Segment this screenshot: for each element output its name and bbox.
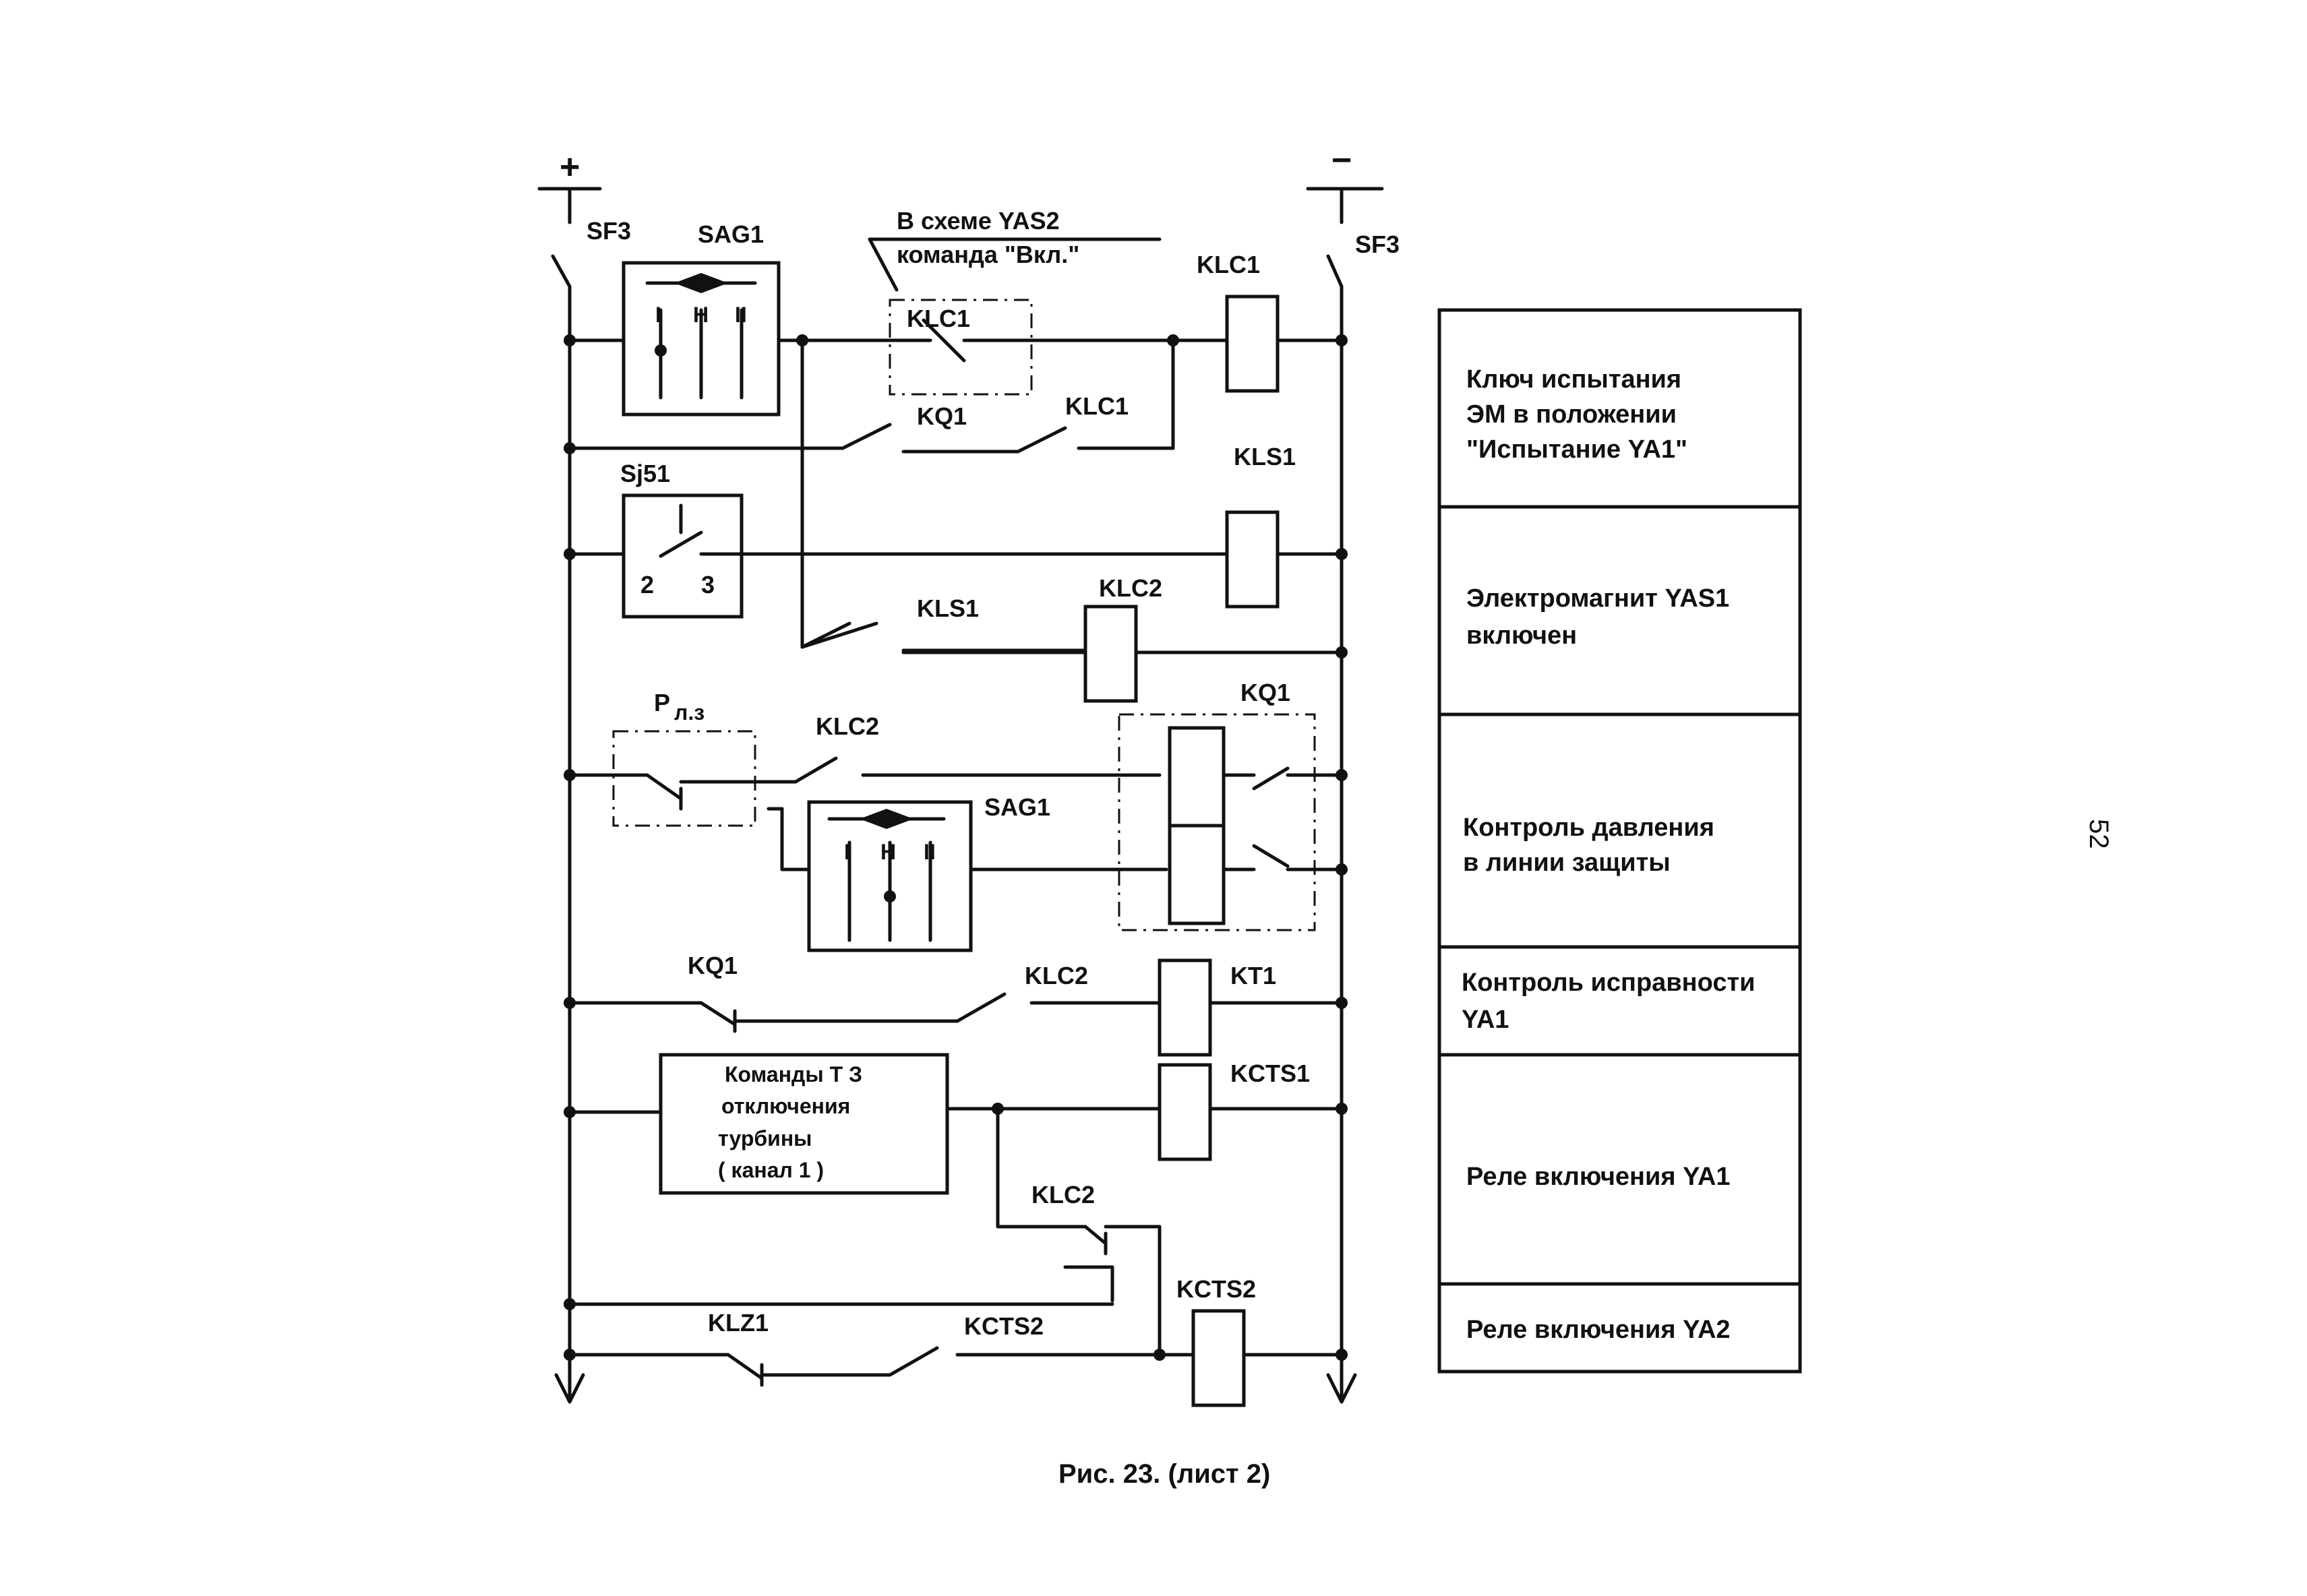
row-6 — [568, 958, 1344, 1057]
kls1-coil-label: KLS1 — [1234, 443, 1296, 470]
klc1-row2-label: KLC1 — [1065, 392, 1129, 420]
switch-pos-h-mid: Н — [880, 840, 896, 864]
plus-sign: + — [560, 148, 580, 187]
table-row-4-line1: Контроль исправности — [1462, 969, 1755, 997]
breaker-label-left: SF3 — [587, 217, 631, 245]
row-4 — [800, 605, 1344, 703]
kls1-contact-label: KLS1 — [917, 594, 979, 622]
turbine-commands-box — [659, 1053, 949, 1195]
table-row-4-line2: YA1 — [1462, 1006, 1509, 1034]
klc2-coil-label: KLC2 — [1099, 574, 1162, 602]
p-lz-label: Р — [654, 689, 670, 716]
switch-pos-ii: II — [735, 303, 747, 327]
kcts1-label: KCTS1 — [1230, 1060, 1310, 1087]
row-5 — [568, 713, 1344, 952]
sj51-pin3: 3 — [701, 571, 715, 598]
switch-pos-i: I — [655, 303, 661, 327]
sag1-switch-mid — [827, 809, 946, 942]
kcts2-coil — [1191, 1309, 1246, 1407]
table-row: Контроль давления в линии защиты — [1463, 814, 1714, 877]
kq1-row6-label: KQ1 — [688, 952, 738, 979]
yas2-label-line1: В схеме YAS2 — [897, 207, 1060, 235]
yas2-label-line2: команда "Вкл." — [897, 241, 1079, 268]
table-row-1-line3: "Испытание YA1" — [1466, 435, 1687, 464]
kcts1-coil — [1158, 1063, 1212, 1161]
klc1-coil-label: KLC1 — [1197, 251, 1260, 278]
klc1-coil — [1225, 295, 1280, 393]
turbine-line4: ( канал 1 ) — [718, 1158, 824, 1182]
turbine-line2: отключения — [721, 1094, 850, 1118]
row-7 — [568, 1053, 1344, 1357]
p-lz-sub-label: л.з — [674, 700, 705, 725]
table-row-3-line2: в линии защиты — [1463, 849, 1671, 877]
kt1-coil — [1158, 958, 1212, 1057]
kq1-row5-label: KQ1 — [1240, 679, 1290, 706]
table-row: Реле включения YA1 — [1466, 1163, 1731, 1191]
sag1-switch-top — [645, 273, 757, 400]
switch-pos-ii-mid: II — [924, 840, 936, 864]
minus-sign: − — [1331, 141, 1352, 180]
klz1-label: KLZ1 — [708, 1309, 769, 1337]
kt1-label: KT1 — [1230, 962, 1276, 989]
table-row: Контроль исправности YA1 — [1462, 969, 1755, 1034]
klc2-row6-label: KLC2 — [1025, 962, 1088, 989]
sj51-pin2: 2 — [640, 571, 654, 598]
switch-pos-i-mid: I — [844, 840, 850, 864]
turbine-line1: Команды Т З — [725, 1062, 862, 1086]
page-number: 52 — [2084, 819, 2114, 849]
klc2-row7-label: KLC2 — [1031, 1181, 1095, 1208]
kq1-row2-label: KQ1 — [917, 402, 967, 430]
sag1-mid-label: SAG1 — [984, 793, 1050, 821]
table-row: Реле включения YA2 — [1466, 1316, 1731, 1344]
breaker-label-right: SF3 — [1355, 231, 1400, 258]
kls1-coil — [1225, 510, 1280, 609]
switch-pos-h: Н — [693, 303, 709, 327]
turbine-line3: турбины — [718, 1126, 812, 1150]
klc2-row5-label: KLC2 — [816, 712, 879, 740]
figure-caption: Рис. 23. (лист 2) — [1058, 1459, 1270, 1489]
klc1-dashed-label: KLC1 — [907, 305, 970, 332]
table-row-2-line1: Электромагнит YAS1 — [1466, 584, 1729, 613]
table-row-2-line2: включен — [1466, 621, 1577, 650]
table-row: Ключ испытания ЭМ в положении "Испытание… — [1466, 365, 1687, 464]
left-rail — [537, 187, 602, 1404]
klc2-coil — [1083, 605, 1138, 703]
row-2 — [568, 338, 1175, 454]
kcts2-contact-label: KCTS2 — [964, 1312, 1044, 1340]
description-table — [1437, 308, 1802, 1374]
right-rail — [1306, 187, 1384, 1404]
table-row-3-line1: Контроль давления — [1463, 814, 1714, 842]
row-8 — [568, 1309, 1344, 1407]
table-row: Электромагнит YAS1 включен — [1466, 584, 1729, 650]
sj51-label: Sj51 — [620, 460, 670, 487]
table-row-1-line1: Ключ испытания — [1466, 365, 1681, 394]
kcts2-coil-label: KCTS2 — [1176, 1275, 1256, 1303]
table-row-6-line1: Реле включения YA2 — [1466, 1316, 1731, 1344]
table-row-1-line2: ЭМ в положении — [1466, 400, 1677, 429]
junction-dots — [564, 334, 1348, 1361]
sag1-top-label: SAG1 — [698, 220, 764, 248]
table-row-5-line1: Реле включения YA1 — [1466, 1163, 1731, 1191]
row-3 — [568, 493, 1344, 619]
